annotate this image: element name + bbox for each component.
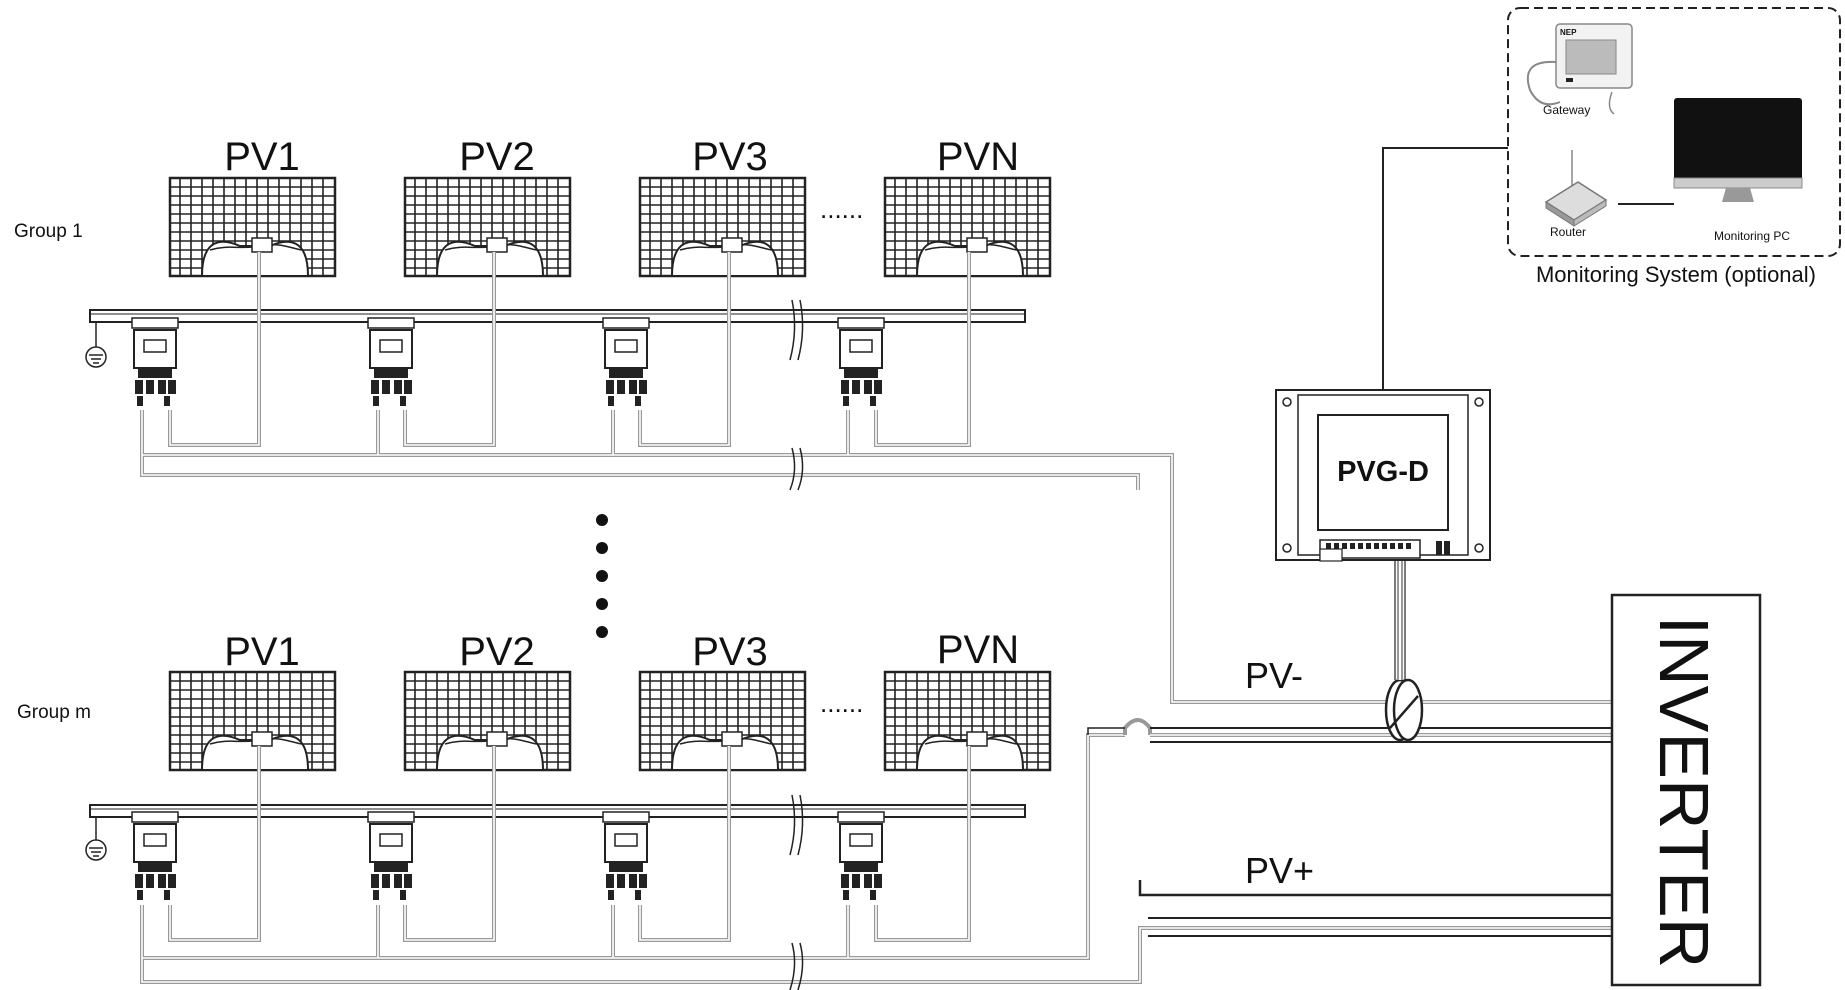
monitoring-pc-label: Monitoring PC bbox=[1714, 229, 1790, 243]
group-1-panel-n-label: PVN bbox=[937, 135, 1019, 179]
group-m-panel-1 bbox=[168, 670, 337, 772]
router-label: Router bbox=[1550, 225, 1586, 239]
pv-negative-label: PV- bbox=[1245, 655, 1303, 696]
group-1-optimizer-3 bbox=[602, 317, 650, 407]
group-1-panel-2-label: PV2 bbox=[459, 135, 535, 179]
inverter: INVERTER bbox=[1610, 593, 1762, 987]
pvg-d-label: PVG-D bbox=[1337, 456, 1429, 488]
group-1-ground-icon bbox=[85, 346, 107, 368]
group-1-panel-1 bbox=[168, 176, 337, 278]
group-m-label: Group m bbox=[17, 702, 91, 723]
group-1-optimizer-n bbox=[837, 317, 885, 407]
monitoring-title: Monitoring System (optional) bbox=[1536, 262, 1816, 287]
router-icon bbox=[1544, 150, 1608, 227]
group-m: Group m PV1 PV2 PV3 PVN ...... bbox=[17, 628, 1612, 990]
group-1-optimizer-2 bbox=[367, 317, 415, 407]
group-m-ground-icon bbox=[85, 839, 107, 861]
group-1-label: Group 1 bbox=[14, 221, 83, 242]
gateway-icon: NEP bbox=[1526, 23, 1633, 115]
group-m-optimizer-3 bbox=[602, 811, 650, 901]
group-1-panel-1-label: PV1 bbox=[224, 135, 300, 179]
group-m-panel-2-label: PV2 bbox=[459, 630, 535, 674]
gateway-brand: NEP bbox=[1560, 28, 1577, 37]
group-m-optimizer-1 bbox=[131, 811, 179, 901]
monitoring-pc-icon bbox=[1673, 98, 1803, 202]
group-m-optimizer-2 bbox=[367, 811, 415, 901]
group-continuation-dots bbox=[596, 514, 608, 638]
group-m-optimizer-n bbox=[837, 811, 885, 901]
pvg-d-device: PVG-D bbox=[1275, 389, 1491, 562]
group-m-ellipsis: ...... bbox=[820, 688, 863, 718]
group-m-panel-3 bbox=[638, 670, 807, 772]
group-1-panel-3-label: PV3 bbox=[692, 135, 768, 179]
group-1: Group 1 PV1 PV2 PV3 PVN ...... bbox=[14, 135, 1612, 704]
group-1-panel-3 bbox=[638, 176, 807, 278]
group-m-panel-n-label: PVN bbox=[937, 628, 1019, 672]
group-1-ellipsis: ...... bbox=[820, 194, 863, 224]
dc-cables bbox=[1087, 718, 1612, 937]
current-sensor-icon bbox=[1384, 678, 1424, 742]
group-m-panel-2 bbox=[403, 670, 572, 772]
group-1-optimizer-1 bbox=[131, 317, 179, 407]
gateway-label: Gateway bbox=[1543, 103, 1590, 117]
group-m-panel-3-label: PV3 bbox=[692, 630, 768, 674]
inverter-label: INVERTER bbox=[1645, 616, 1723, 969]
monitoring-system: NEP Gateway Router Monitoring PC Monitor… bbox=[1507, 7, 1841, 287]
group-1-panel-2 bbox=[403, 176, 572, 278]
pv-positive-label: PV+ bbox=[1245, 850, 1314, 891]
group-m-panel-1-label: PV1 bbox=[224, 630, 300, 674]
